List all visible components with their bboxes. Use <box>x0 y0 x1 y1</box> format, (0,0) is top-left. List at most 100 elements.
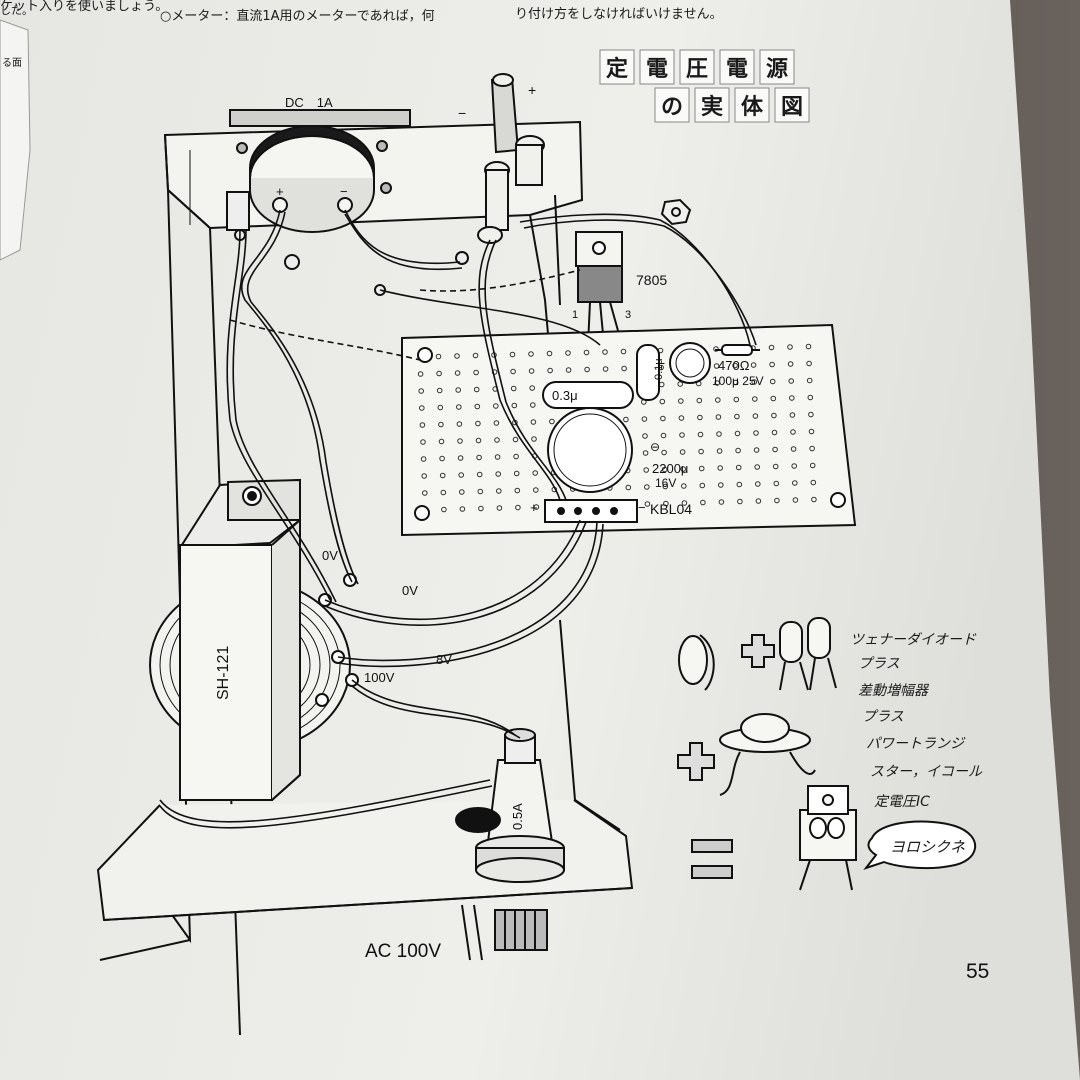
pcb-hole <box>441 506 447 513</box>
hex-nut <box>660 198 692 226</box>
pcb-hole <box>476 454 482 461</box>
pcb-hole <box>678 415 685 421</box>
pcb-hole <box>565 367 572 373</box>
pcb-hole <box>625 484 632 491</box>
pcb-hole <box>528 368 535 374</box>
transformer-sh121 <box>149 478 359 801</box>
pcb-hole <box>753 430 759 436</box>
pcb-hole <box>533 504 540 510</box>
cartoon-illustration <box>677 617 976 891</box>
pcb-hole <box>772 463 779 470</box>
pcb-hole <box>641 416 648 422</box>
title-char: 電 <box>646 57 668 82</box>
pcb-hole <box>789 412 796 418</box>
pcb-hole <box>811 496 817 503</box>
pcb-hole <box>496 488 502 494</box>
pcb-hole <box>533 487 539 493</box>
pcb-hole <box>734 430 741 437</box>
pcb-hole <box>661 466 668 473</box>
pcb-hole <box>547 367 553 374</box>
pcb-hole <box>678 398 684 404</box>
cartoon-text-2: プラス <box>858 656 900 672</box>
margin-text-1: した。 <box>0 4 33 17</box>
resistor-470 <box>715 344 760 356</box>
pcb-hole <box>752 396 758 402</box>
pcb-hole <box>792 497 799 503</box>
pcb-hole <box>663 500 669 507</box>
pcb-hole <box>478 505 484 512</box>
pcb-hole <box>774 497 780 504</box>
meter-plus-sign: + <box>276 184 284 199</box>
title-box <box>679 49 715 85</box>
pcb-hole <box>754 464 761 470</box>
title-char: 実 <box>701 94 723 120</box>
pcb-hole <box>493 420 500 426</box>
cap-100u-label: 100μ 25V <box>712 374 764 388</box>
pcb-hole <box>509 351 516 358</box>
header-text-left-2: ○メーター：直流1A用のメーターであれば，何 <box>160 8 435 24</box>
pcb-hole <box>420 456 427 462</box>
pcb-hole <box>620 348 627 355</box>
pcb-hole <box>805 343 812 350</box>
pcb-hole <box>454 353 460 359</box>
resistor-label: 470Ω <box>718 358 750 373</box>
pcb-hole <box>716 431 722 437</box>
pcb-hole <box>679 449 686 455</box>
pcb-hole <box>751 379 758 385</box>
pcb-hole <box>546 350 553 357</box>
pcb-hole <box>458 472 465 478</box>
wiring <box>159 209 757 829</box>
pcb-hole <box>530 419 537 425</box>
pcb-hole <box>790 429 796 435</box>
title-box <box>639 49 675 85</box>
pcb-hole <box>494 454 501 460</box>
output-terminals <box>477 73 545 244</box>
header-text-right: り付け方をしなければいけません。 <box>515 6 723 22</box>
pcb-hole <box>475 437 482 444</box>
pcb-hole <box>473 386 480 393</box>
pcb-hole <box>806 377 813 384</box>
bridge-minus-sign: − <box>638 500 646 515</box>
pcb-hole <box>659 398 666 405</box>
pcb-hole <box>435 353 442 360</box>
panel-meter <box>229 109 411 233</box>
pcb-hole <box>419 422 426 428</box>
margin-text-2: る面 <box>2 57 22 69</box>
pcb-hole <box>732 379 739 386</box>
pcb-hole <box>642 433 648 439</box>
meter-minus-sign: − <box>340 184 348 199</box>
pcb-hole <box>679 432 685 438</box>
cartoon-text-4: プラス <box>862 709 904 725</box>
pcb-hole <box>787 344 793 350</box>
pcb-hole <box>700 499 706 506</box>
tap-0v-label-b: 0V <box>402 583 418 598</box>
cap-0-1u-label: 0.1μ <box>653 358 665 380</box>
pcb-hole <box>419 405 425 411</box>
pcb-hole <box>809 445 815 452</box>
pcb-hole <box>513 453 519 460</box>
pcb-hole <box>697 431 704 438</box>
tap-0v-label-a: 0V <box>322 548 338 563</box>
pcb-hole <box>494 437 500 443</box>
pcb-hole <box>699 482 706 489</box>
fuse-label: 0.5A <box>510 803 525 830</box>
bridge-label: KBL04 <box>650 501 692 517</box>
cartoon-text-7: 定電圧IC <box>874 794 930 810</box>
cartoon-text-5: パワートランジ <box>866 736 966 752</box>
pcb-hole <box>681 500 688 506</box>
pcb-hole <box>474 403 481 410</box>
pcb-hole <box>549 418 555 425</box>
pcb-hole <box>770 395 777 402</box>
ac-input-label: AC 100V <box>365 941 441 962</box>
pcb-hole <box>529 385 536 391</box>
pcb-hole <box>513 470 520 477</box>
pcb-hole <box>752 413 759 419</box>
pcb-hole <box>644 501 651 507</box>
pcb-hole <box>773 480 780 487</box>
pcb-hole <box>696 397 703 404</box>
terminal-minus-sign: − <box>458 105 466 121</box>
pcb-hole <box>511 402 518 409</box>
pcb-hole <box>718 482 724 488</box>
pcb-hole <box>810 479 817 486</box>
pcb-hole <box>660 432 667 439</box>
